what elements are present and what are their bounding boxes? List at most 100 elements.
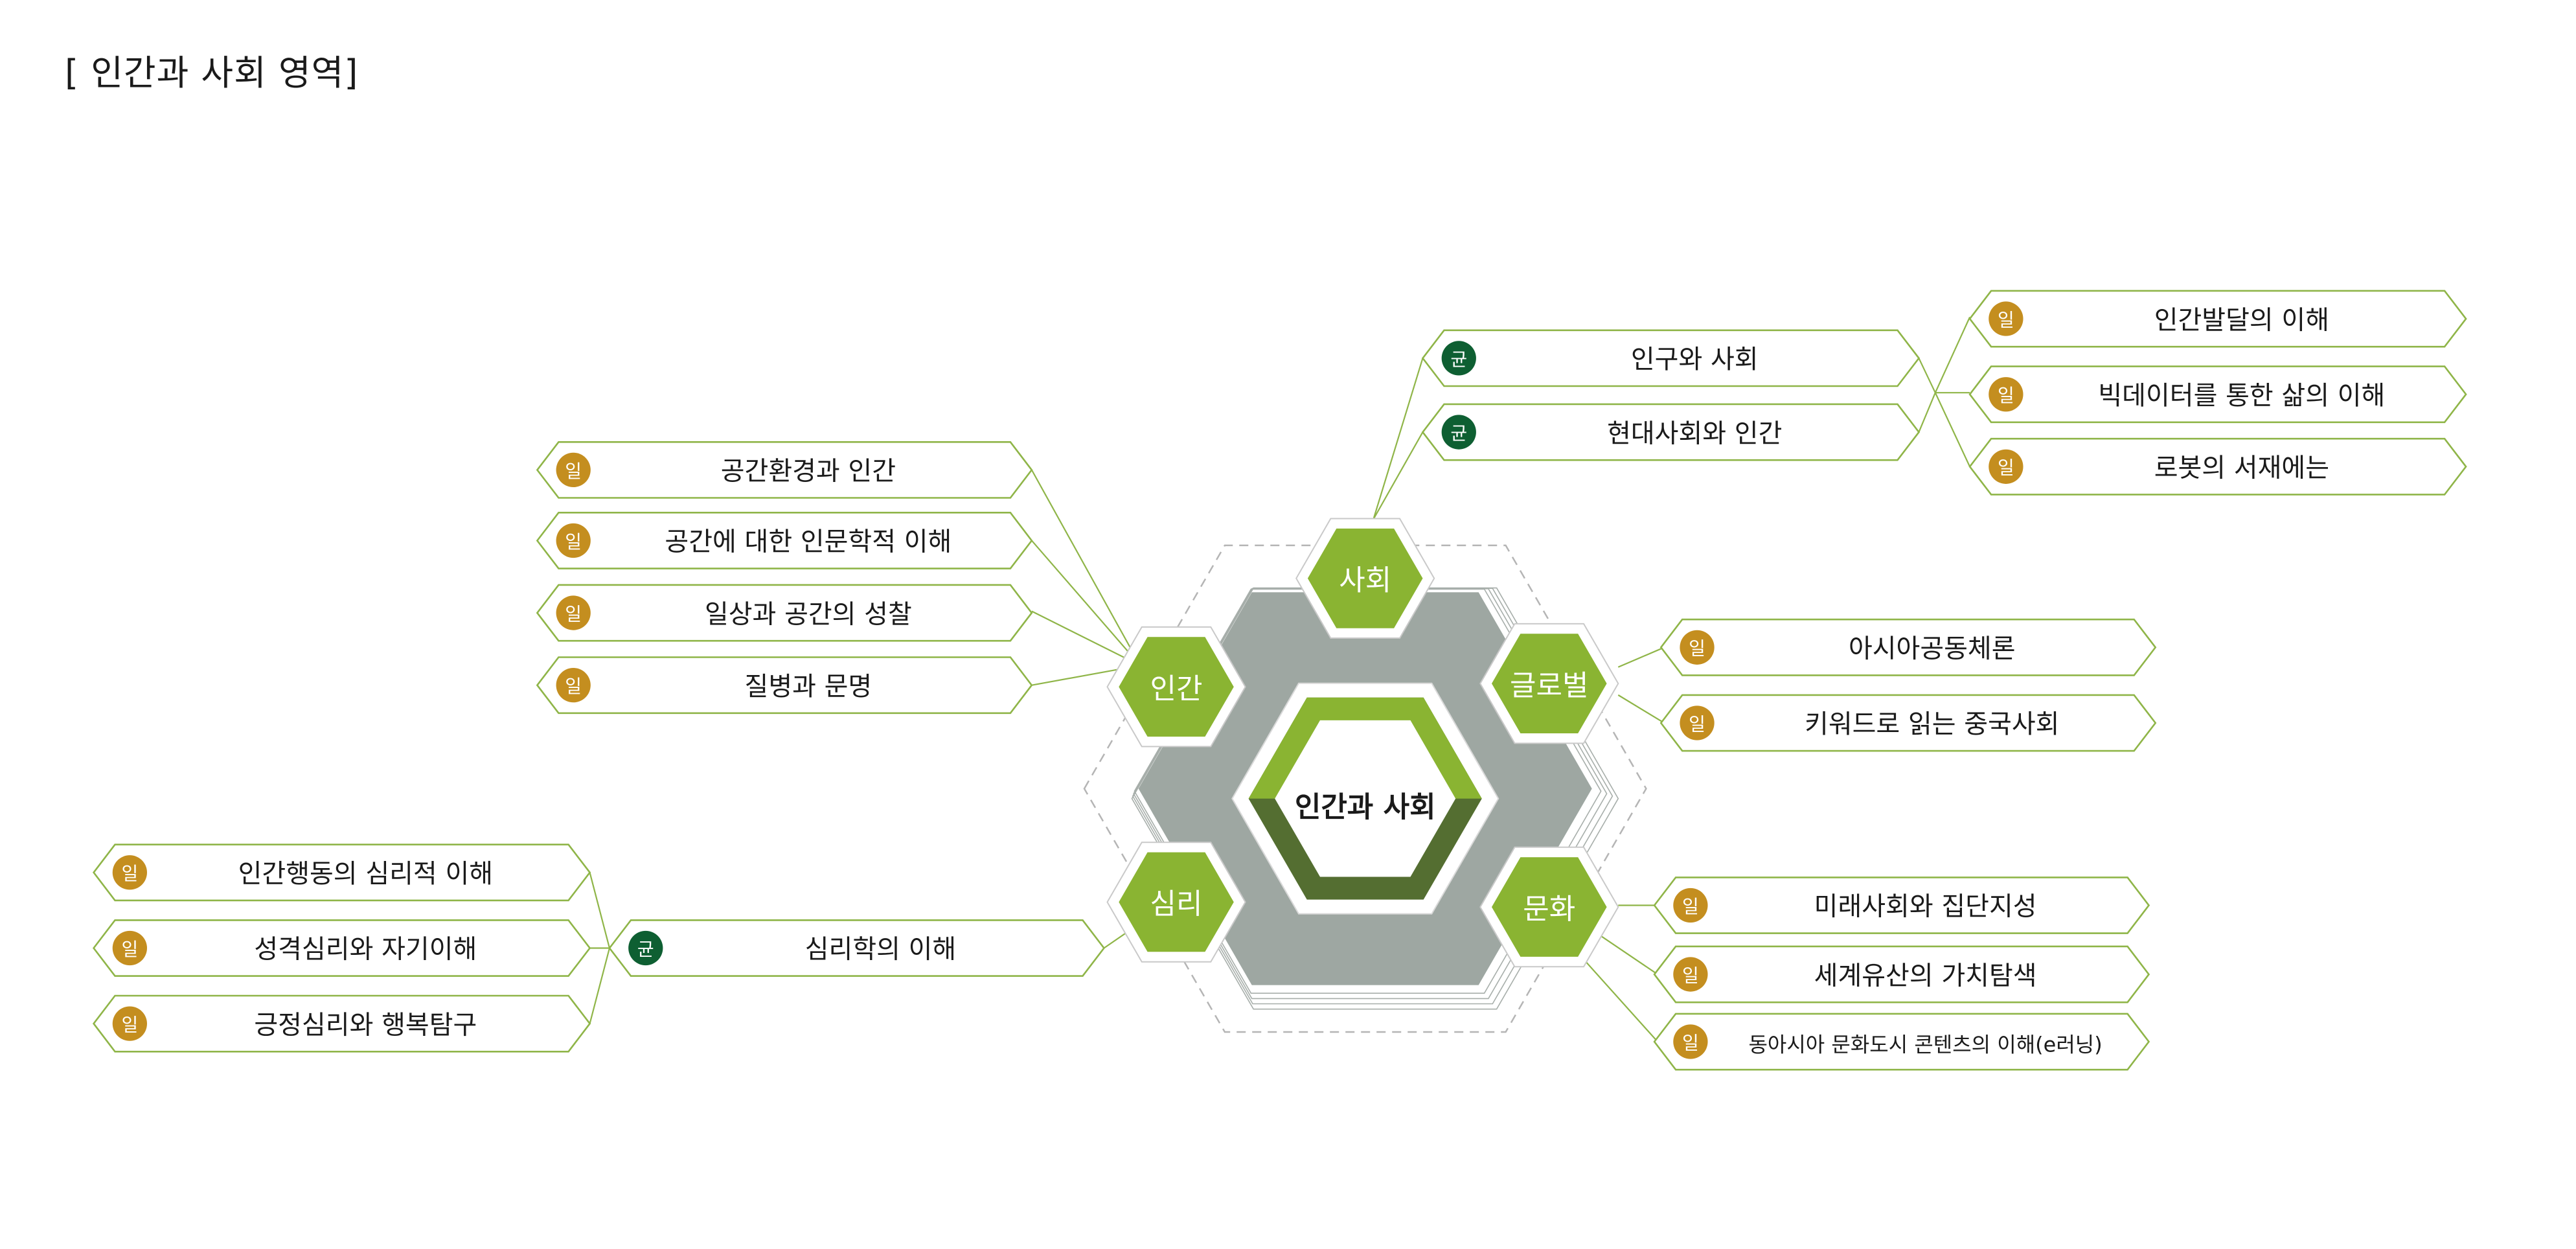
category-label-psych: 심리 xyxy=(1150,888,1203,921)
connector-line xyxy=(1617,647,1665,668)
course-label: 인간발달의 이해 xyxy=(2154,305,2329,335)
course-label: 인구와 사회 xyxy=(1631,345,1759,374)
connector-line xyxy=(1031,610,1141,667)
course-box-outline xyxy=(92,994,591,1053)
category-label-human: 인간 xyxy=(1150,672,1203,705)
course-box-culture: 일 동아시아 문화도시 콘텐츠의 이해(e러닝) xyxy=(1653,1013,2150,1071)
course-label: 키워드로 읽는 중국사회 xyxy=(1805,709,2059,739)
course-label: 빅데이터를 통한 삶의 이해 xyxy=(2098,381,2385,411)
course-box-outline xyxy=(1659,618,2157,676)
course-box-outline xyxy=(1968,437,2467,496)
course-type-badge-label: 균 xyxy=(1450,422,1467,444)
course-box-outline xyxy=(1653,945,2150,1003)
course-label: 공간에 대한 인문학적 이해 xyxy=(665,527,952,557)
category-label-global: 글로벌 xyxy=(1510,669,1588,702)
course-type-badge xyxy=(1673,957,1708,992)
course-type-badge-label: 일 xyxy=(1998,385,2014,406)
course-type-badge xyxy=(1673,1024,1708,1059)
course-label: 로봇의 서재에는 xyxy=(2154,453,2329,483)
connector-line xyxy=(1934,317,1971,393)
course-label: 심리학의 이해 xyxy=(805,935,957,965)
course-type-badge-label: 일 xyxy=(1682,965,1699,986)
course-type-badge xyxy=(628,930,663,966)
course-box-outline xyxy=(1653,877,2150,934)
course-type-badge xyxy=(556,452,591,488)
connector-line xyxy=(1918,392,1936,433)
course-box-outline xyxy=(536,584,1033,642)
course-type-badge-label: 일 xyxy=(565,461,582,482)
course-label: 동아시아 문화도시 콘텐츠의 이해(e러닝) xyxy=(1748,1032,2102,1057)
course-type-badge xyxy=(1441,341,1476,376)
connector-line xyxy=(1373,358,1424,520)
category-hexagon-human xyxy=(1119,637,1234,737)
page-title: [ 인간과 사회 영역] xyxy=(65,52,359,93)
course-box-outline xyxy=(92,843,591,902)
course-box-outline xyxy=(1421,403,1921,461)
course-box-outline xyxy=(536,656,1033,715)
connector-line xyxy=(589,948,611,1024)
course-type-badge xyxy=(112,855,148,890)
connector-line xyxy=(1373,431,1424,520)
connector-line xyxy=(1934,392,1971,467)
course-box-global: 일 아시아공동체론 xyxy=(1659,618,2157,676)
course-label: 아시아공동체론 xyxy=(1849,634,2016,664)
category-hexagon-culture xyxy=(1492,857,1607,957)
center-label: 인간과 사회 xyxy=(1295,791,1436,824)
course-type-badge-label: 일 xyxy=(1682,896,1699,917)
course-box-outline xyxy=(1653,1013,2150,1071)
course-type-badge-label: 일 xyxy=(1998,457,2014,479)
course-type-badge-label: 일 xyxy=(1689,713,1705,735)
course-type-badge xyxy=(1989,449,2023,484)
course-box-outline xyxy=(536,441,1033,499)
course-type-badge xyxy=(1989,377,2023,412)
course-type-badge xyxy=(556,668,591,703)
connector-line xyxy=(1918,358,1936,393)
course-label: 인간행동의 심리적 이해 xyxy=(238,859,493,889)
connector-line xyxy=(1601,935,1658,975)
course-box-outline xyxy=(536,511,1033,569)
dashed-outline-hexagon xyxy=(1083,544,1647,1033)
course-type-badge-label: 일 xyxy=(565,676,582,697)
category-label-culture: 문화 xyxy=(1523,893,1575,926)
course-box-outline xyxy=(92,919,591,977)
category-hexagon-society xyxy=(1307,528,1423,628)
course-type-badge-label: 일 xyxy=(1689,638,1705,659)
course-box-society-mid: 균 현대사회와 인간 xyxy=(1421,403,1921,461)
course-label: 긍정심리와 행복탐구 xyxy=(254,1010,477,1040)
course-type-badge-label: 일 xyxy=(1682,1032,1699,1053)
course-box-outline xyxy=(1968,290,2467,348)
connector-line xyxy=(589,872,611,948)
center-hexagon-core xyxy=(1275,720,1456,877)
course-box-outline xyxy=(608,919,1106,977)
course-type-badge xyxy=(556,595,591,630)
course-label: 미래사회와 집단지성 xyxy=(1814,892,2037,922)
connector-line xyxy=(1584,961,1658,1042)
course-label: 일상과 공간의 성찰 xyxy=(705,599,912,629)
course-label: 성격심리와 자기이해 xyxy=(254,935,477,965)
course-type-badge xyxy=(1989,301,2023,336)
connector-line xyxy=(1031,469,1141,666)
course-type-badge xyxy=(1441,415,1476,450)
category-label-society: 사회 xyxy=(1339,564,1391,597)
course-type-badge xyxy=(1673,888,1708,923)
course-type-badge xyxy=(112,1006,148,1041)
course-box-outline xyxy=(1968,365,2467,424)
connector-line xyxy=(1031,540,1141,666)
course-label: 현대사회와 인간 xyxy=(1607,418,1782,448)
course-type-badge-label: 일 xyxy=(121,1014,138,1036)
course-box-outline xyxy=(1659,694,2157,752)
connector-line xyxy=(1617,694,1665,724)
